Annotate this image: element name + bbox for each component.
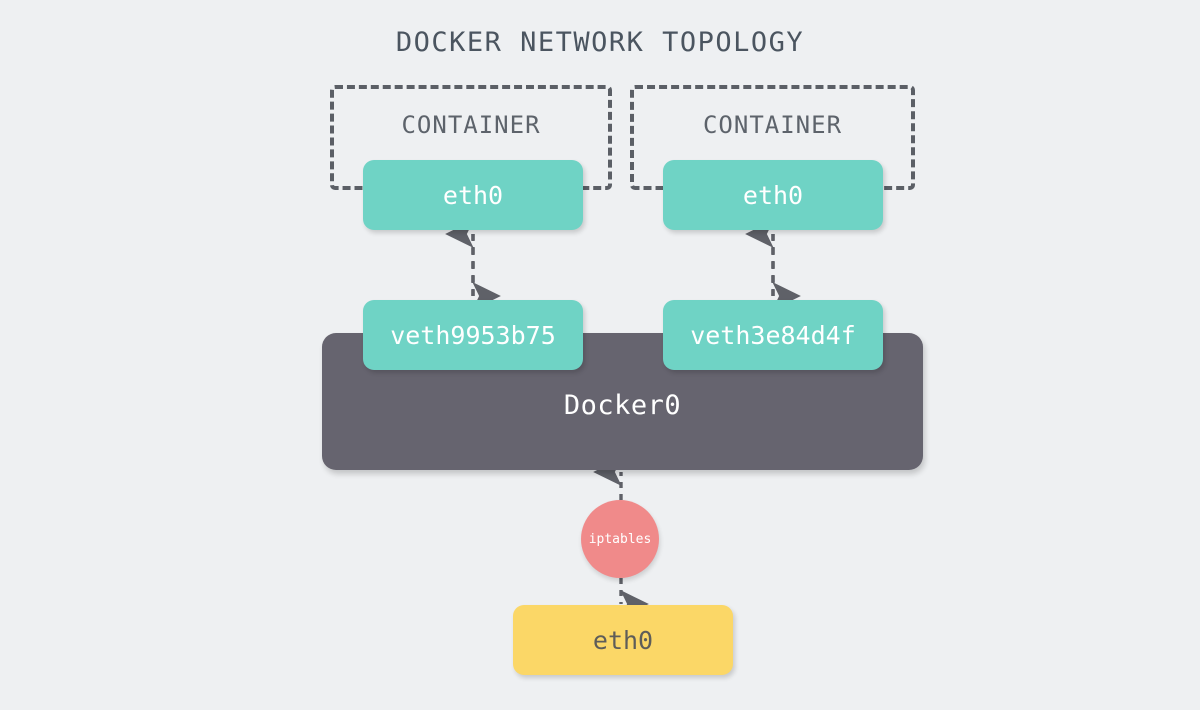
container-label-1: CONTAINER — [401, 111, 541, 139]
iptables-node: iptables — [581, 500, 659, 578]
container-label-2: CONTAINER — [702, 111, 843, 139]
veth-node-1: veth9953b75 — [363, 300, 583, 370]
page-title: DOCKER NETWORK TOPOLOGY — [395, 27, 805, 58]
container-eth0-node-1: eth0 — [363, 160, 583, 230]
host-eth0-node: eth0 — [513, 605, 733, 675]
veth-node-2: veth3e84d4f — [663, 300, 883, 370]
docker-bridge-label: Docker0 — [563, 390, 682, 421]
container-eth0-node-2: eth0 — [663, 160, 883, 230]
